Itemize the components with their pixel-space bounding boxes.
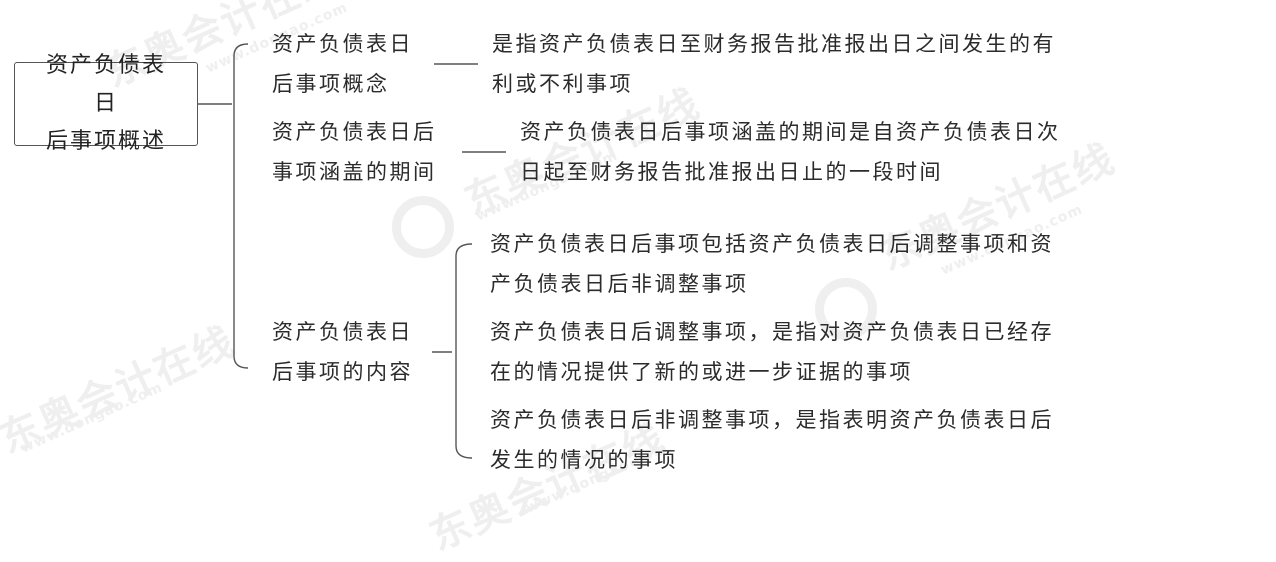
sub-item-overview: 资产负债表日后事项包括资产负债表日后调整事项和资 产负债表日后非调整事项	[490, 224, 1110, 304]
detail-line: 发生的情况的事项	[490, 448, 678, 472]
root-label-line: 后事项概述	[46, 129, 167, 154]
detail-line: 资产负债表日后调整事项，是指对资产负债表日已经存	[490, 320, 1054, 344]
detail-line: 资产负债表日后事项涵盖的期间是自资产负债表日次	[520, 120, 1061, 144]
branch-label-concept: 资产负债表日 后事项概念	[272, 24, 432, 104]
detail-line: 在的情况提供了新的或进一步证据的事项	[490, 360, 913, 384]
root-node: 资产负债表日 后事项概述	[14, 53, 198, 154]
sub-bracket	[455, 243, 473, 459]
branch-label-line: 资产负债表日后	[272, 120, 437, 144]
main-bracket	[233, 43, 249, 369]
detail-line: 日起至财务报告批准报出日止的一段时间	[520, 160, 943, 184]
branch-label-line: 事项涵盖的期间	[272, 160, 437, 184]
sub-item-non-adjusting-events: 资产负债表日后非调整事项，是指表明资产负债表日后 发生的情况的事项	[490, 400, 1110, 480]
root-label: 资产负债表日 后事项概述	[46, 47, 166, 161]
root-label-line: 资产负债表日	[46, 53, 167, 116]
branch-label-content: 资产负债表日 后事项的内容	[272, 312, 432, 392]
branch-label-period: 资产负债表日后 事项涵盖的期间	[272, 112, 462, 192]
watermark-logo-icon	[392, 196, 454, 258]
branch-detail-concept: 是指资产负债表日至财务报告批准报出日之间发生的有 利或不利事项	[492, 24, 1112, 104]
branch-label-line: 资产负债表日	[272, 320, 413, 344]
branch-detail-period: 资产负债表日后事项涵盖的期间是自资产负债表日次 日起至财务报告批准报出日止的一段…	[520, 112, 1110, 192]
branch-label-line: 资产负债表日	[272, 32, 413, 56]
branch-label-line: 后事项的内容	[272, 360, 413, 384]
detail-line: 是指资产负债表日至财务报告批准报出日之间发生的有	[492, 32, 1056, 56]
connector-lines	[198, 43, 506, 459]
watermark-logo-icon	[815, 278, 877, 340]
detail-line: 利或不利事项	[492, 72, 633, 96]
detail-line: 产负债表日后非调整事项	[490, 272, 749, 296]
sub-item-adjusting-events: 资产负债表日后调整事项，是指对资产负债表日已经存 在的情况提供了新的或进一步证据…	[490, 312, 1110, 392]
mind-map-diagram: 东奥会计在线 www.dongao.com 东奥会计在线 www.dongao.…	[0, 0, 1122, 560]
detail-line: 资产负债表日后事项包括资产负债表日后调整事项和资	[490, 232, 1054, 256]
detail-line: 资产负债表日后非调整事项，是指表明资产负债表日后	[490, 408, 1054, 432]
branch-label-line: 后事项概念	[272, 72, 390, 96]
